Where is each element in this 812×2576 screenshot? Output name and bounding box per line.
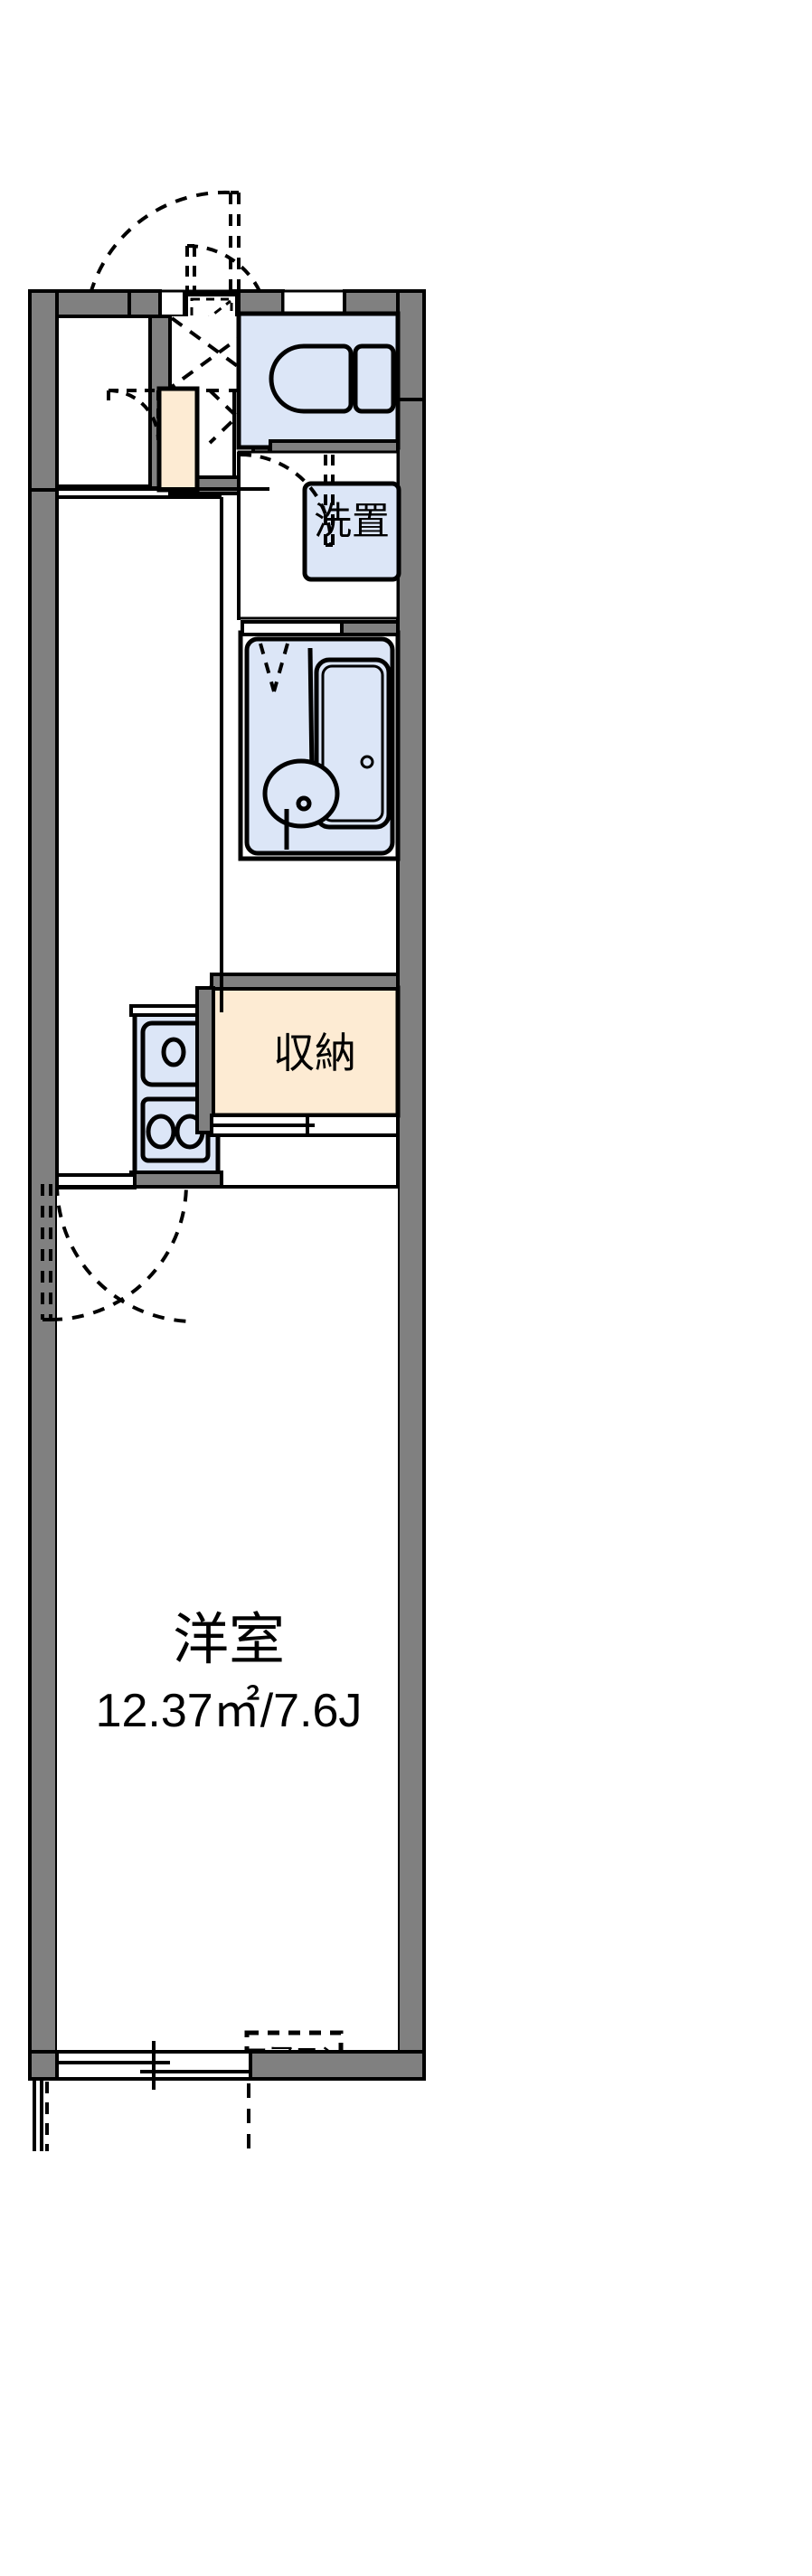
wall-left-top (28, 289, 59, 492)
balcony-outline (33, 2079, 250, 2151)
corridor-floor-outline (57, 487, 269, 499)
closet-top-wall (210, 973, 400, 991)
main-room-label: 洋室 (173, 1609, 285, 1671)
toilet-fixture (269, 343, 396, 414)
kitchen-lower-wall (129, 1170, 223, 1189)
gas-stove-fixture (140, 1096, 211, 1163)
genkan-inner-door-swing (107, 389, 160, 443)
bath-basin-group (262, 647, 340, 850)
washroom-door-swing (240, 453, 335, 547)
kitchen-sink-fixture (140, 1020, 211, 1087)
bath-door-header (241, 620, 400, 636)
wall-corner-tr (396, 289, 426, 401)
bathtub-drain-hole (360, 755, 374, 769)
balcony-window[interactable] (55, 2041, 252, 2090)
closet-left-wall (195, 986, 215, 1134)
main-room-floor (57, 1187, 398, 2052)
closet-label: 収納 (273, 1029, 356, 1076)
room-door-swing (41, 1183, 195, 1323)
genkan-shoe-cupboard (156, 386, 200, 493)
entrance-door-swing-outer (89, 190, 241, 295)
closet-sliding-door (210, 1114, 400, 1137)
washing-machine-space (302, 481, 401, 582)
main-room-area: 12.37㎡/7.6J (96, 1684, 363, 1737)
bath-folding-door-marks (259, 643, 289, 692)
